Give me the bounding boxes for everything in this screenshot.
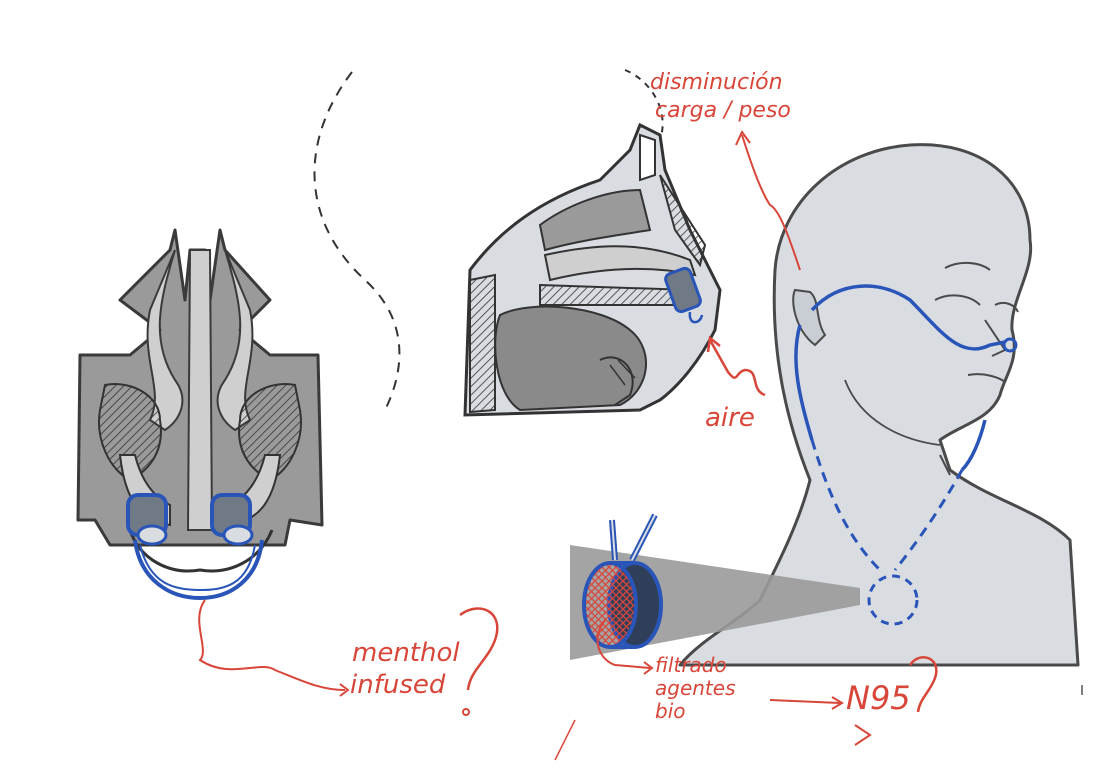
n95-arrow [770,700,840,703]
label-agentes: agentes [655,678,736,698]
label-menthol: menthol [352,640,460,666]
stray-mark [555,720,575,760]
dashed-divider-left [314,72,399,410]
sagittal-nose-drawing [465,125,720,415]
menthol-arrow [199,600,345,690]
label-infused: infused [350,672,445,698]
nasal-cross-section-drawing [78,230,322,598]
label-filtrado: filtrado [655,655,727,675]
label-aire: aire [705,405,755,431]
label-carga-peso: carga / peso [655,100,791,122]
label-disminucion: disminución [650,72,783,94]
menthol-question-mark [460,608,497,690]
label-n95: N95 [846,682,911,714]
label-bio: bio [655,701,686,721]
air-arrow [710,340,765,395]
